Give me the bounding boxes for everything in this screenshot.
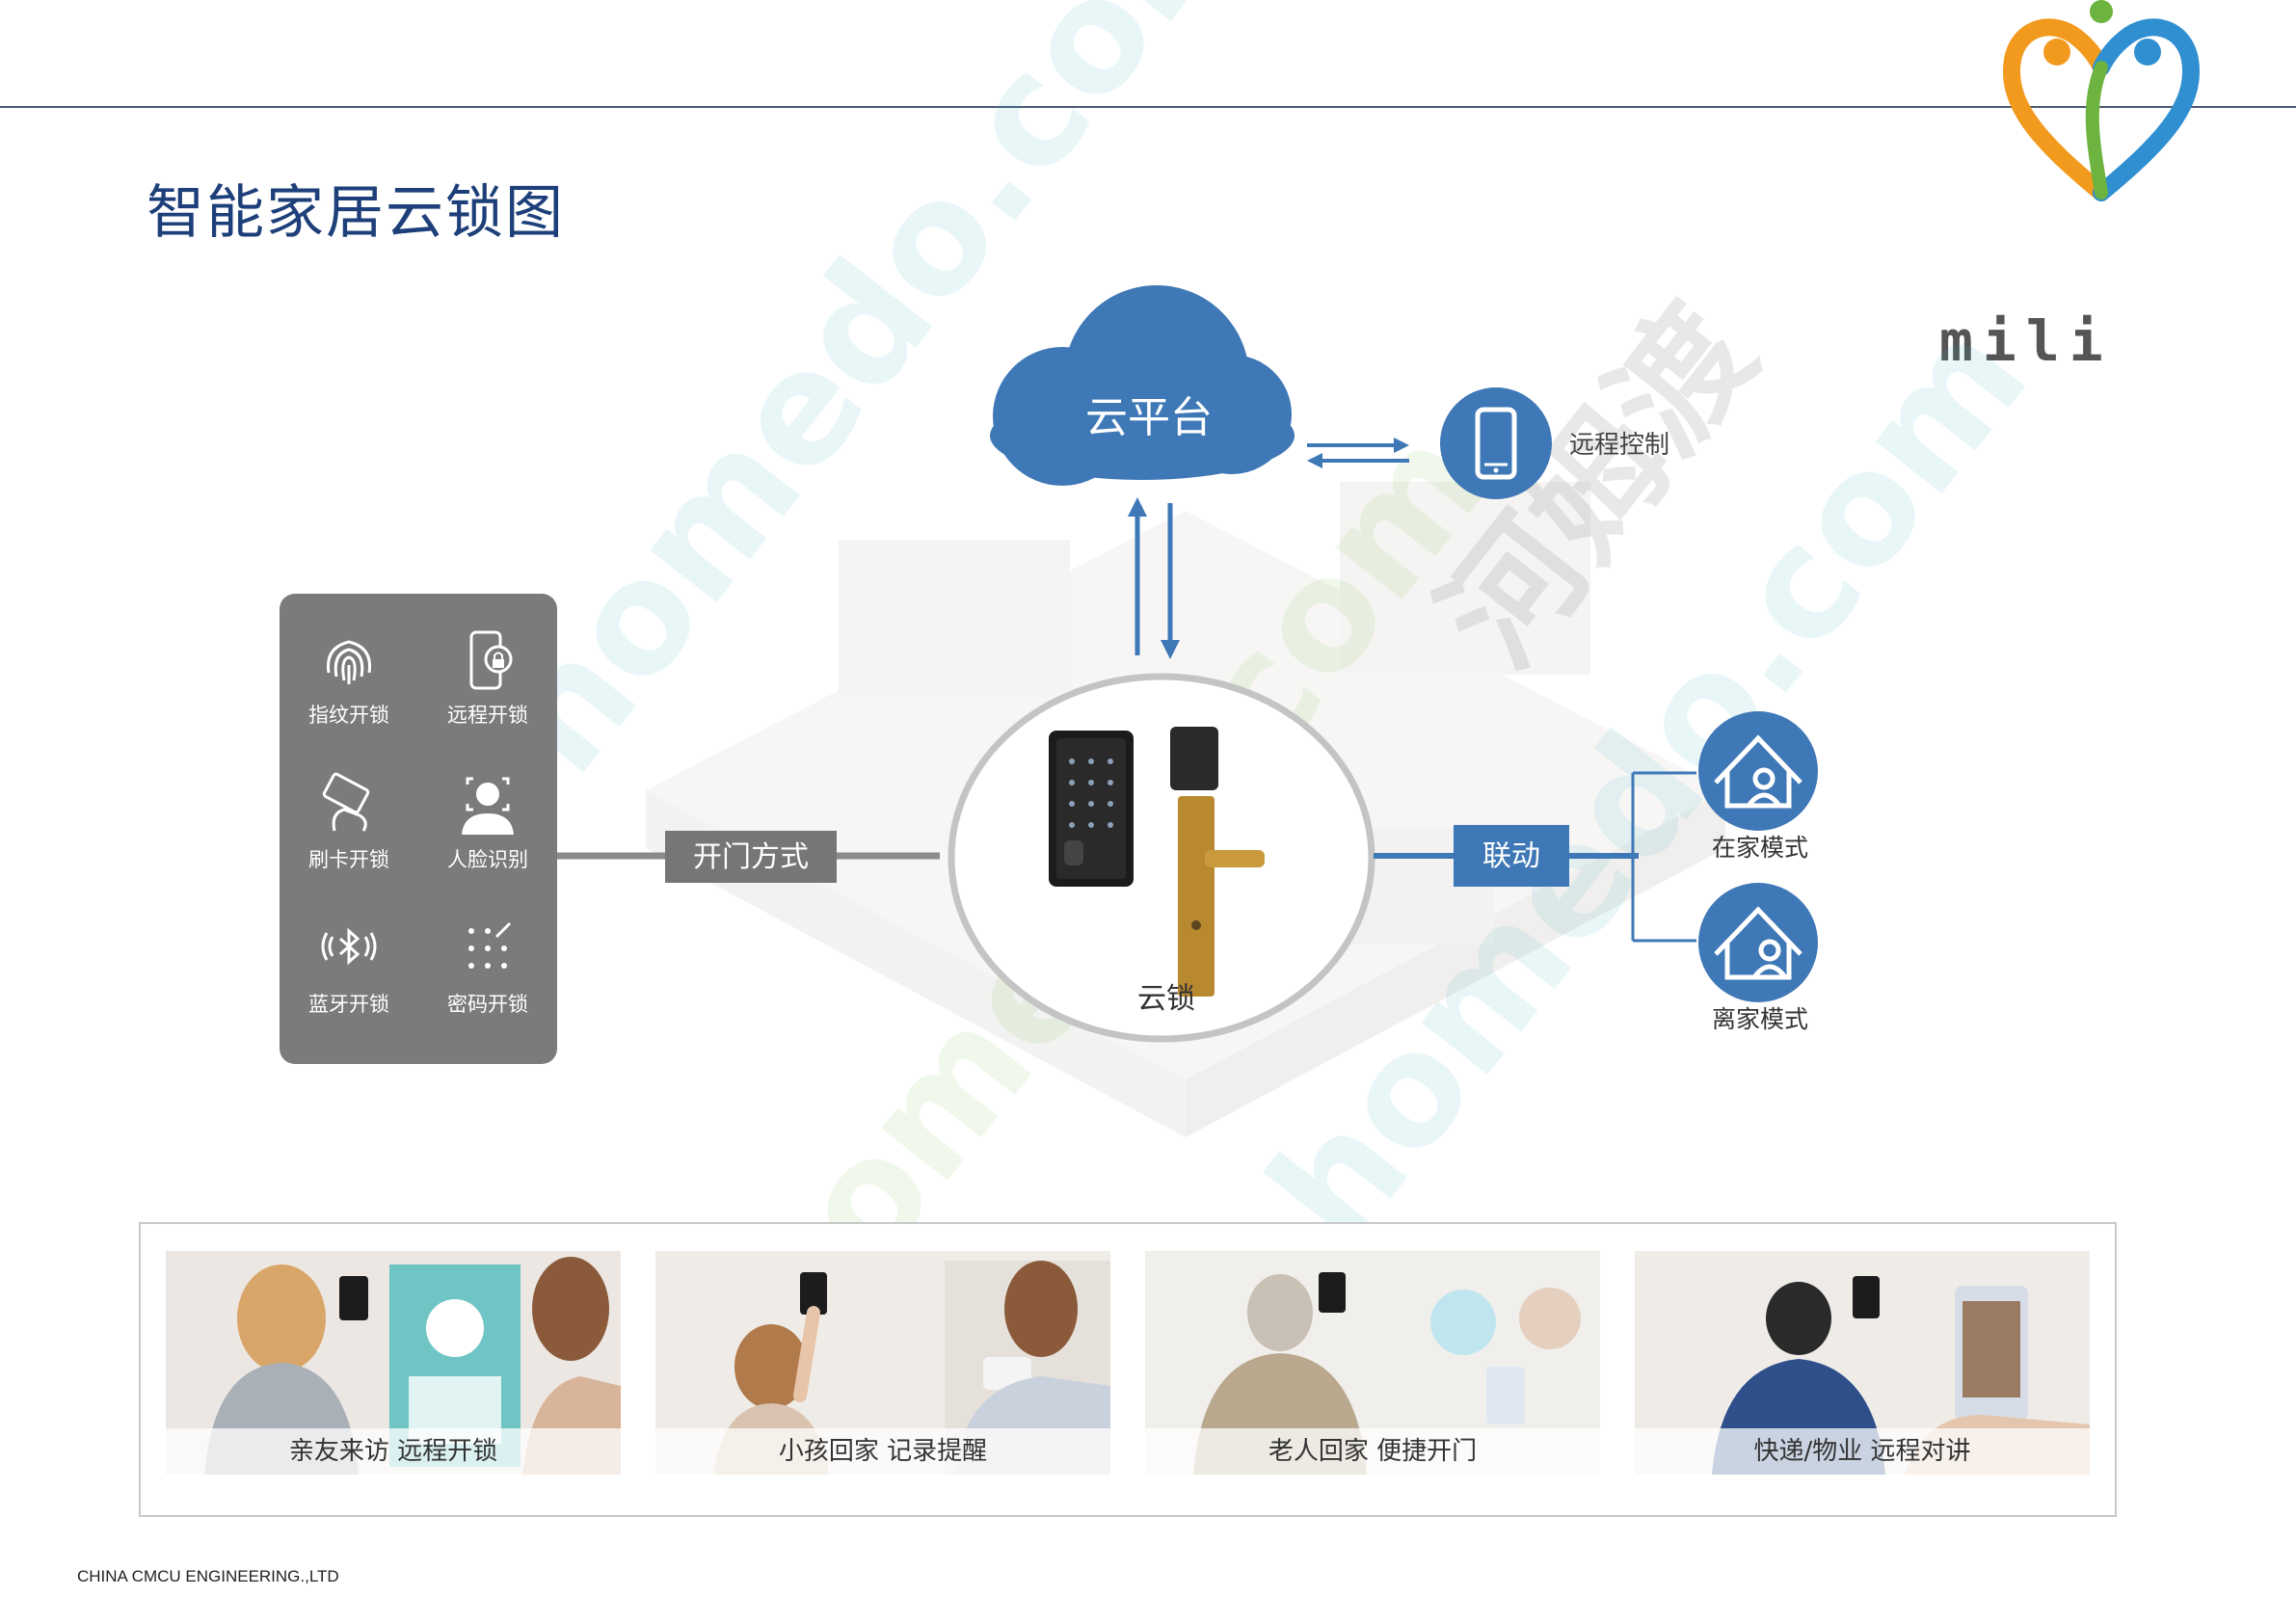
scenario-strip: 亲友来访 远程开锁 小孩回家 记录提醒 老人回家 便捷开门	[139, 1222, 2117, 1517]
smartphone-icon	[1475, 407, 1517, 480]
linkage-tag	[1454, 825, 1569, 887]
mode-bracket	[1631, 771, 1696, 943]
method-card: 刷卡开锁	[280, 754, 418, 898]
scene-delivery: 快递/物业 远程对讲	[1635, 1251, 2090, 1475]
remote-phone-badge	[1440, 387, 1552, 499]
method-fingerprint: 指纹开锁	[280, 609, 418, 754]
method-remote: 远程开锁	[418, 609, 557, 754]
linkage-label: 联动	[1482, 839, 1540, 873]
home-mode-label: 在家模式	[1712, 834, 1808, 862]
scene-caption: 老人回家 便捷开门	[1268, 1437, 1478, 1466]
phone-lock-icon	[469, 630, 513, 690]
keypad-lock-image	[1049, 731, 1134, 887]
away-mode-label: 离家模式	[1712, 1005, 1808, 1033]
caption-band	[1635, 1428, 2090, 1475]
cloud-lock-arrows	[1128, 497, 1180, 659]
face-scan-icon	[462, 777, 514, 835]
cloud-label: 云平台	[1085, 393, 1213, 442]
scene-caption: 快递/物业 远程对讲	[1753, 1437, 1971, 1466]
footer-company: CHINA CMCU ENGINEERING.,LTD	[77, 1567, 339, 1585]
caption-band	[1145, 1428, 1600, 1475]
caption-band	[166, 1428, 621, 1475]
method-label: 刷卡开锁	[308, 848, 389, 871]
door-handle-image	[1170, 727, 1265, 997]
method-bluetooth: 蓝牙开锁	[280, 898, 418, 1043]
unlock-methods-panel: 指纹开锁 远程开锁 刷卡开锁 人脸识别	[280, 594, 557, 1064]
scene-child: 小孩回家 记录提醒	[655, 1251, 1110, 1475]
method-label: 远程开锁	[447, 704, 528, 727]
method-label: 指纹开锁	[308, 704, 389, 727]
cloud-phone-arrows	[1307, 438, 1409, 468]
keypad-icon	[468, 921, 512, 969]
method-label: 密码开锁	[447, 993, 528, 1016]
unlock-methods-label: 开门方式	[693, 840, 809, 874]
brand-logo: mili	[1939, 308, 2113, 374]
scene-elderly: 老人回家 便捷开门	[1145, 1251, 1600, 1475]
method-password: 密码开锁	[418, 898, 557, 1043]
scene-visitor: 亲友来访 远程开锁	[166, 1251, 621, 1475]
top-rule	[0, 106, 2296, 108]
remote-control-label: 远程控制	[1569, 431, 1669, 460]
unlock-methods-tag	[665, 831, 837, 883]
scene-caption: 小孩回家 记录提醒	[778, 1437, 988, 1466]
method-label: 蓝牙开锁	[308, 993, 389, 1016]
away-mode-badge	[1698, 883, 1818, 1002]
fingerprint-icon	[326, 640, 372, 684]
away-mode-icon	[1714, 906, 1802, 980]
cloud-icon	[990, 285, 1295, 486]
caption-band	[655, 1428, 1110, 1475]
method-face: 人脸识别	[418, 754, 557, 898]
page-title: 智能家居云锁图	[147, 179, 565, 247]
scene-caption: 亲友来访 远程开锁	[288, 1437, 498, 1466]
cloud-lock-label: 云锁	[1137, 982, 1195, 1016]
heart-logo-icon	[2003, 0, 2200, 201]
card-swipe-icon	[322, 772, 370, 832]
method-label: 人脸识别	[447, 848, 528, 871]
home-mode-icon	[1714, 734, 1802, 809]
bluetooth-icon	[321, 927, 377, 966]
